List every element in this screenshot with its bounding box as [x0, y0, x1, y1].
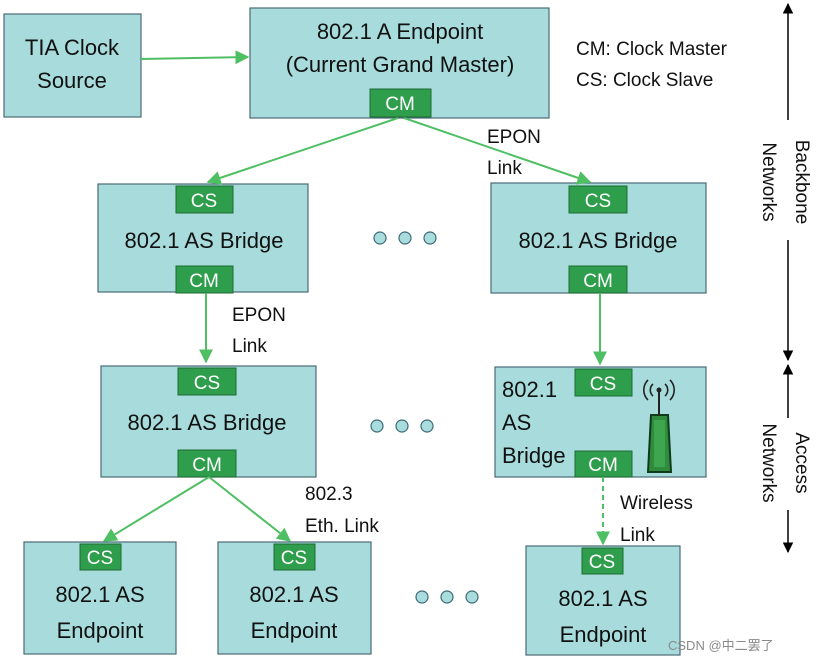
grand-master-cm-tag: CM — [385, 94, 415, 115]
legend-clock-master: CM: Clock Master — [576, 39, 728, 60]
wireless-link-line1: Wireless — [620, 493, 693, 514]
epon-mid-line2: Link — [232, 336, 267, 357]
legend-clock-slave: CS: Clock Slave — [576, 70, 713, 91]
epon-top-line1: EPON — [487, 127, 541, 148]
side-backbone-line1: Backbone — [791, 140, 812, 225]
backbone-bridge-right-cs-tag: CS — [585, 191, 611, 212]
side-access-line1: Access — [791, 432, 812, 493]
wireless-bridge-line3: Bridge — [502, 443, 566, 468]
epon-top-line2: Link — [487, 158, 522, 179]
tia-clock-source-line1: TIA Clock — [25, 35, 120, 60]
link-source-to-gm — [140, 50, 250, 65]
ellipsis-endpoints — [415, 590, 479, 604]
endpoint-3-cs-tag: CS — [589, 552, 615, 573]
endpoint-2-line1: 802.1 AS — [249, 582, 338, 607]
grand-master-line2: (Current Grand Master) — [286, 52, 515, 77]
endpoint-2-cs-tag: CS — [281, 548, 307, 569]
wireless-bridge-cs-tag: CS — [590, 374, 616, 395]
side-backbone-line2: Networks — [758, 142, 779, 221]
side-access-line2: Networks — [758, 423, 779, 502]
tia-clock-source: TIA Clock Source — [3, 13, 142, 118]
backbone-bridge-right-cm-tag: CM — [583, 271, 613, 292]
access-bridge-left-cs-tag: CS — [194, 373, 220, 394]
tia-clock-source-line2: Source — [37, 68, 107, 93]
backbone-range-indicator: Backbone Networks — [758, 2, 812, 362]
wireless-bridge-cm-tag: CM — [588, 455, 618, 476]
endpoint-1-line2: Endpoint — [57, 618, 144, 643]
endpoint-2-line2: Endpoint — [251, 618, 338, 643]
backbone-bridge-right: CS 802.1 AS Bridge CM — [490, 182, 707, 294]
wireless-bridge-line2: AS — [502, 410, 531, 435]
endpoint-2: CS 802.1 AS Endpoint — [217, 541, 372, 655]
access-range-indicator: Access Networks — [758, 363, 812, 554]
eth-link-line1: 802.3 — [305, 484, 353, 505]
endpoint-1: CS 802.1 AS Endpoint — [23, 541, 177, 655]
link-gm-to-bridge-right — [403, 117, 592, 185]
wireless-antenna-icon — [643, 379, 675, 473]
grand-master-line1: 802.1 A Endpoint — [317, 19, 483, 44]
endpoint-3-line2: Endpoint — [560, 622, 647, 647]
grand-master-endpoint: 802.1 A Endpoint (Current Grand Master) … — [249, 7, 550, 119]
access-bridge-wireless: 802.1 AS Bridge CS CM — [494, 366, 707, 478]
backbone-bridge-left-label: 802.1 AS Bridge — [124, 228, 283, 253]
backbone-bridge-right-label: 802.1 AS Bridge — [518, 228, 677, 253]
link-to-endpoint-2 — [208, 476, 292, 542]
endpoint-1-line1: 802.1 AS — [55, 582, 144, 607]
backbone-bridge-left-cm-tag: CM — [189, 271, 219, 292]
access-bridge-left: CS 802.1 AS Bridge CM — [100, 365, 317, 478]
access-bridge-left-cm-tag: CM — [192, 455, 222, 476]
backbone-bridge-left-cs-tag: CS — [191, 191, 217, 212]
endpoint-3-line1: 802.1 AS — [558, 586, 647, 611]
access-bridge-left-label: 802.1 AS Bridge — [127, 410, 286, 435]
endpoint-3: CS 802.1 AS Endpoint — [525, 545, 681, 656]
endpoint-1-cs-tag: CS — [87, 548, 113, 569]
wireless-bridge-line1: 802.1 — [502, 377, 557, 402]
backbone-bridge-left: CS 802.1 AS Bridge CM — [97, 183, 309, 294]
wireless-link-line2: Link — [620, 525, 655, 546]
eth-link-line2: Eth. Link — [305, 516, 379, 537]
epon-mid-line1: EPON — [232, 305, 286, 326]
watermark: CSDN @中二罢了 — [668, 638, 774, 653]
ellipsis-access — [370, 419, 434, 433]
ellipsis-backbone — [373, 231, 437, 245]
link-gm-to-bridge-left — [206, 117, 399, 185]
link-to-endpoint-1 — [102, 476, 210, 542]
